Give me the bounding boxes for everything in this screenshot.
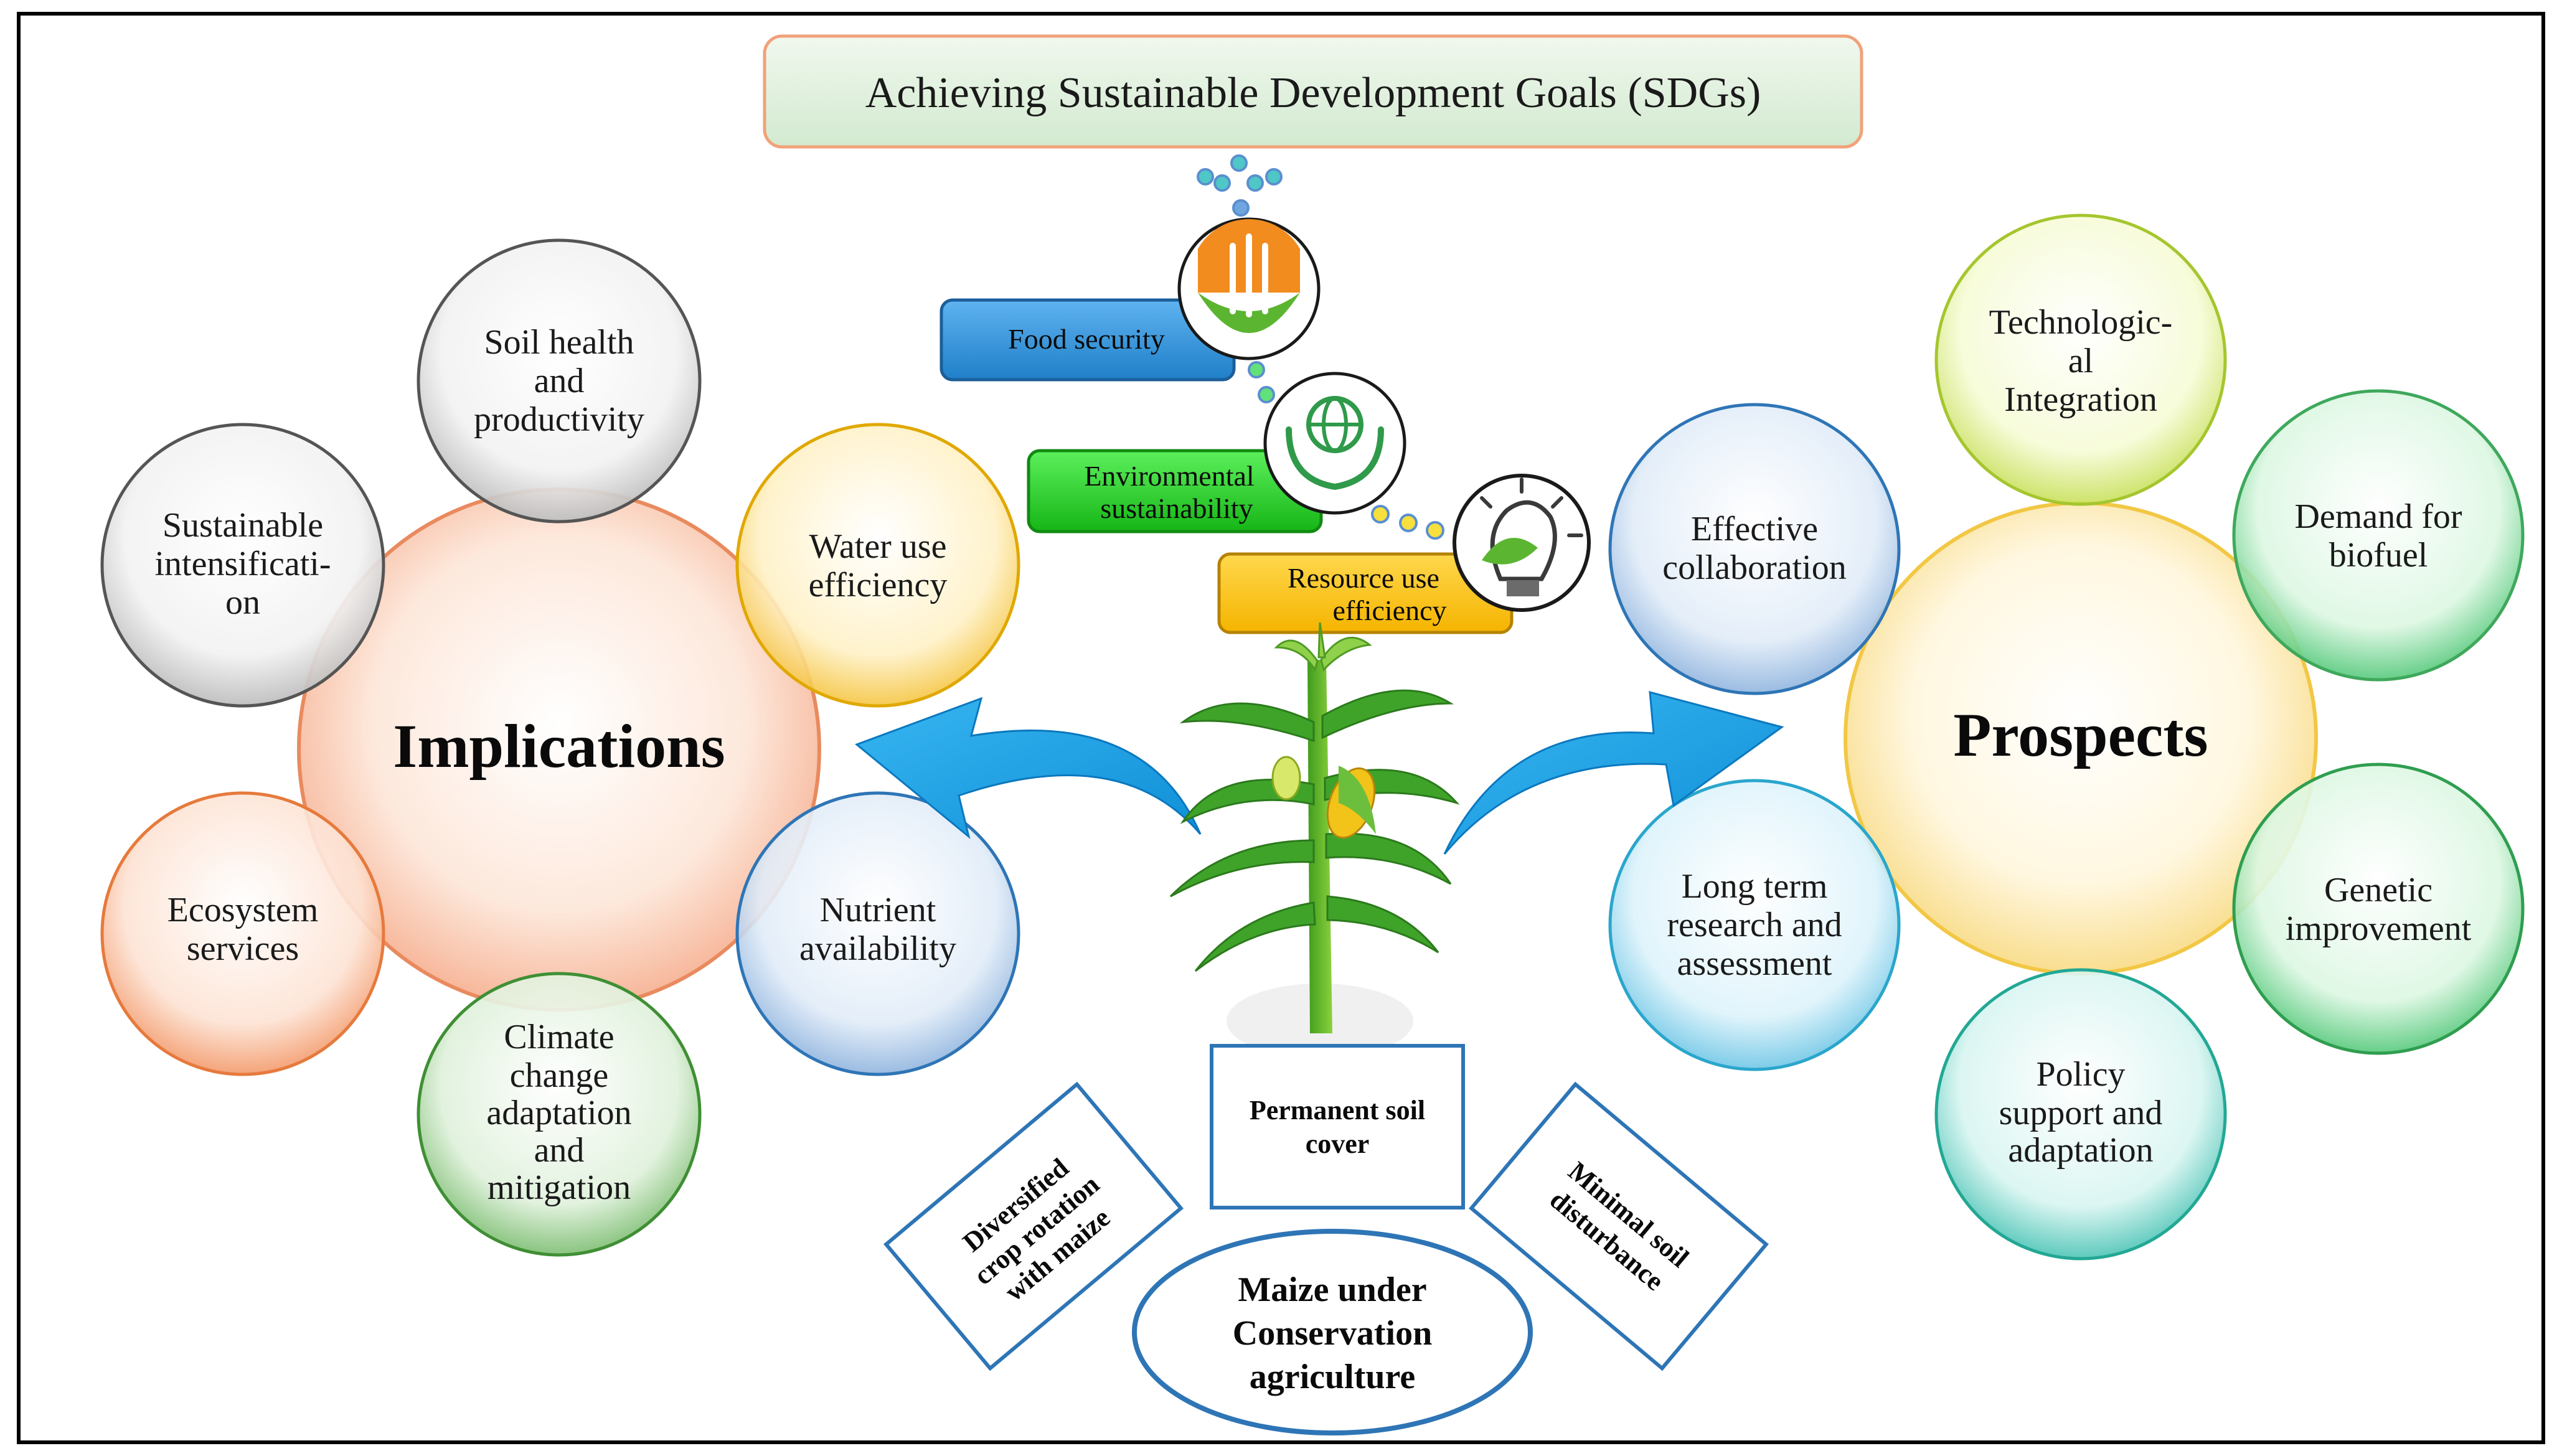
prospects-cluster: Technologic- al Integration Demand for b… bbox=[1608, 214, 2525, 1261]
bubble-long-term-research: Long term research and assessment bbox=[1608, 779, 1901, 1071]
biofuel-line2: biofuel bbox=[2329, 536, 2428, 575]
tech-line1: Technologic- bbox=[1989, 303, 2173, 342]
soil-health-line1: Soil health bbox=[484, 323, 634, 362]
intensification-line3: on bbox=[225, 583, 260, 622]
ecosystem-line2: services bbox=[187, 929, 299, 968]
right-curved-arrow bbox=[1443, 691, 1784, 855]
intensification-line2: intensificati- bbox=[154, 545, 331, 583]
prospects-title: Prospects bbox=[1953, 700, 2208, 769]
resource-use-efficiency-tag: Resource use efficiency bbox=[1217, 552, 1514, 634]
water-use-line1: Water use bbox=[809, 527, 947, 566]
climate-line5: mitigation bbox=[487, 1168, 631, 1207]
climate-line3: adaptation bbox=[486, 1094, 631, 1132]
bubble-genetic-improvement: Genetic improvement bbox=[2232, 763, 2525, 1055]
implications-cluster: Soil health and productivity Sustainable… bbox=[100, 238, 1020, 1257]
soil-health-line3: productivity bbox=[474, 400, 644, 439]
maize-under-ca-center: Maize under Conservation agriculture bbox=[1132, 1229, 1533, 1435]
environmental-label-line1: Environmental bbox=[1084, 460, 1254, 492]
tech-line2: al bbox=[2068, 342, 2093, 380]
sdg-dot-trail bbox=[1197, 154, 1444, 540]
bubble-demand-for-biofuel: Demand for biofuel bbox=[2232, 389, 2525, 682]
permanent-soil-cover-box: Permanent soil cover bbox=[1210, 1044, 1465, 1209]
research-line1: Long term bbox=[1682, 867, 1828, 906]
permanent-soil-cover-line1: Permanent soil bbox=[1250, 1095, 1425, 1125]
biofuel-line1: Demand for bbox=[2294, 497, 2462, 536]
genetic-line2: improvement bbox=[2286, 909, 2472, 948]
policy-line3: adaptation bbox=[2008, 1131, 2153, 1170]
title-banner: Achieving Sustainable Development Goals … bbox=[763, 34, 1863, 149]
page-title: Achieving Sustainable Development Goals … bbox=[865, 69, 1761, 117]
water-use-line2: efficiency bbox=[809, 566, 948, 604]
permanent-soil-cover-line2: cover bbox=[1306, 1129, 1370, 1159]
center-line1: Maize under bbox=[1238, 1270, 1426, 1309]
research-line3: assessment bbox=[1677, 944, 1832, 983]
bubble-ecosystem-services: Ecosystem services bbox=[100, 791, 385, 1076]
ecosystem-line1: Ecosystem bbox=[167, 891, 319, 929]
bubble-climate-change: Climate change adaptation and mitigation bbox=[417, 972, 702, 1257]
climate-line4: and bbox=[534, 1131, 585, 1170]
soil-health-line2: and bbox=[534, 362, 585, 400]
bubble-policy-support: Policy support and adaptation bbox=[1934, 968, 2227, 1261]
tech-line3: Integration bbox=[2004, 380, 2157, 419]
environmental-label-line2: sustainability bbox=[1100, 492, 1253, 524]
globe-in-hands-icon bbox=[1263, 372, 1406, 515]
bubble-water-use-efficiency: Water use efficiency bbox=[735, 423, 1020, 708]
implications-title: Implications bbox=[393, 712, 725, 781]
maize-plant-illustration bbox=[1169, 622, 1460, 1058]
center-line2: Conservation bbox=[1233, 1314, 1432, 1353]
nutrient-line2: availability bbox=[799, 929, 956, 968]
center-line3: agriculture bbox=[1250, 1358, 1415, 1396]
climate-line1: Climate bbox=[504, 1018, 614, 1056]
collab-line1: Effective bbox=[1691, 510, 1818, 548]
bubble-sustainable-intensification: Sustainable intensificati- on bbox=[100, 423, 385, 708]
food-security-icon bbox=[1177, 217, 1321, 360]
genetic-line1: Genetic bbox=[2324, 871, 2432, 909]
nutrient-line1: Nutrient bbox=[820, 891, 936, 929]
resource-label-line1: Resource use bbox=[1288, 562, 1439, 594]
bubble-soil-health: Soil health and productivity bbox=[417, 238, 702, 524]
environmental-sustainability-tag: Environmental sustainability bbox=[1027, 449, 1323, 533]
research-line2: research and bbox=[1667, 906, 1842, 944]
lightbulb-leaf-icon bbox=[1453, 474, 1591, 612]
minimal-soil-disturbance-box: Minimal soil disturbance bbox=[1469, 1081, 1769, 1371]
policy-line1: Policy bbox=[2036, 1055, 2125, 1094]
intensification-line1: Sustainable bbox=[162, 506, 323, 545]
climate-line2: change bbox=[510, 1056, 609, 1095]
left-curved-arrow bbox=[855, 697, 1202, 840]
bubble-effective-collaboration: Effective collaboration bbox=[1608, 403, 1901, 695]
bubble-nutrient-availability: Nutrient availability bbox=[735, 791, 1020, 1076]
food-security-label: Food security bbox=[1008, 323, 1165, 355]
collab-line2: collaboration bbox=[1662, 548, 1846, 587]
policy-line2: support and bbox=[1999, 1094, 2163, 1132]
resource-label-line2: efficiency bbox=[1332, 594, 1446, 626]
diversified-crop-rotation-box: Diversified crop rotation with maize bbox=[883, 1081, 1184, 1371]
food-security-tag: Food security bbox=[940, 298, 1236, 382]
bubble-technological-integration: Technologic- al Integration bbox=[1934, 214, 2227, 506]
